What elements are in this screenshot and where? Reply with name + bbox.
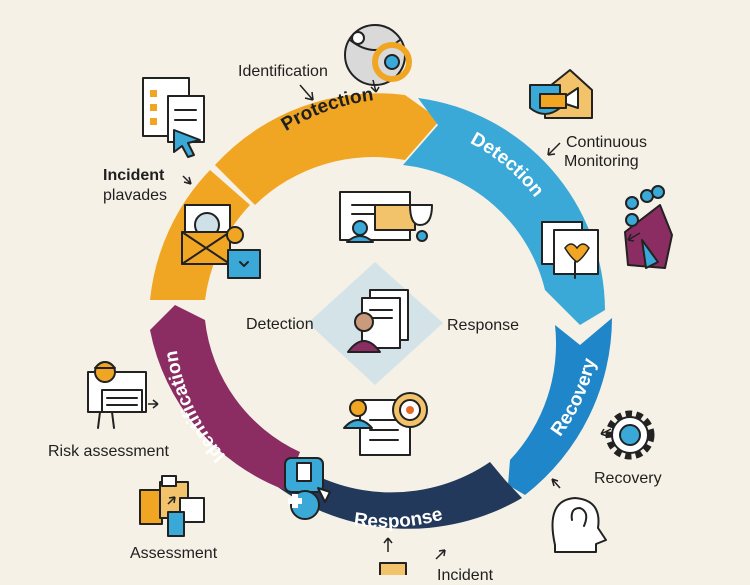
- label-recovery-right: Recovery: [594, 470, 662, 487]
- segment-identification: [150, 305, 300, 490]
- label-continuous: Continuous: [566, 134, 647, 151]
- assessment-blocks-icon: [139, 475, 205, 537]
- documents-cursor-icon: [142, 77, 205, 158]
- medical-cross-icon: [284, 457, 331, 520]
- label-monitoring: Monitoring: [564, 153, 639, 170]
- user-target-icon: [343, 392, 428, 456]
- label-plavades: plavades: [103, 187, 168, 204]
- target-globe-icon: [344, 24, 412, 86]
- network-node-icon: [624, 185, 673, 269]
- scanner-workstation-icon: [181, 204, 261, 279]
- label-risk-assessment: Risk assessment: [48, 443, 169, 460]
- label-incident: Incident: [103, 167, 165, 184]
- dashboard-users-icon: [339, 191, 433, 243]
- label-center-detection: Detection: [246, 316, 314, 333]
- segment-response: [275, 460, 522, 529]
- label-center-response: Response: [447, 317, 520, 334]
- bottom-document-icon: [379, 562, 407, 578]
- connector-arrows: [148, 79, 641, 560]
- segment-recovery: [508, 318, 612, 495]
- user-document-icon: [347, 289, 409, 353]
- gear-icon: [605, 410, 655, 460]
- segment-protection: [215, 93, 440, 205]
- worker-monitor-icon: [87, 361, 147, 429]
- label-identification-top: Identification: [238, 63, 328, 80]
- label-assessment: Assessment: [130, 545, 218, 562]
- heart-document-icon: [541, 221, 599, 279]
- head-profile-icon: [551, 497, 607, 553]
- label-incident-bottom: Incident: [437, 567, 494, 584]
- shield-house-icon: [529, 69, 593, 119]
